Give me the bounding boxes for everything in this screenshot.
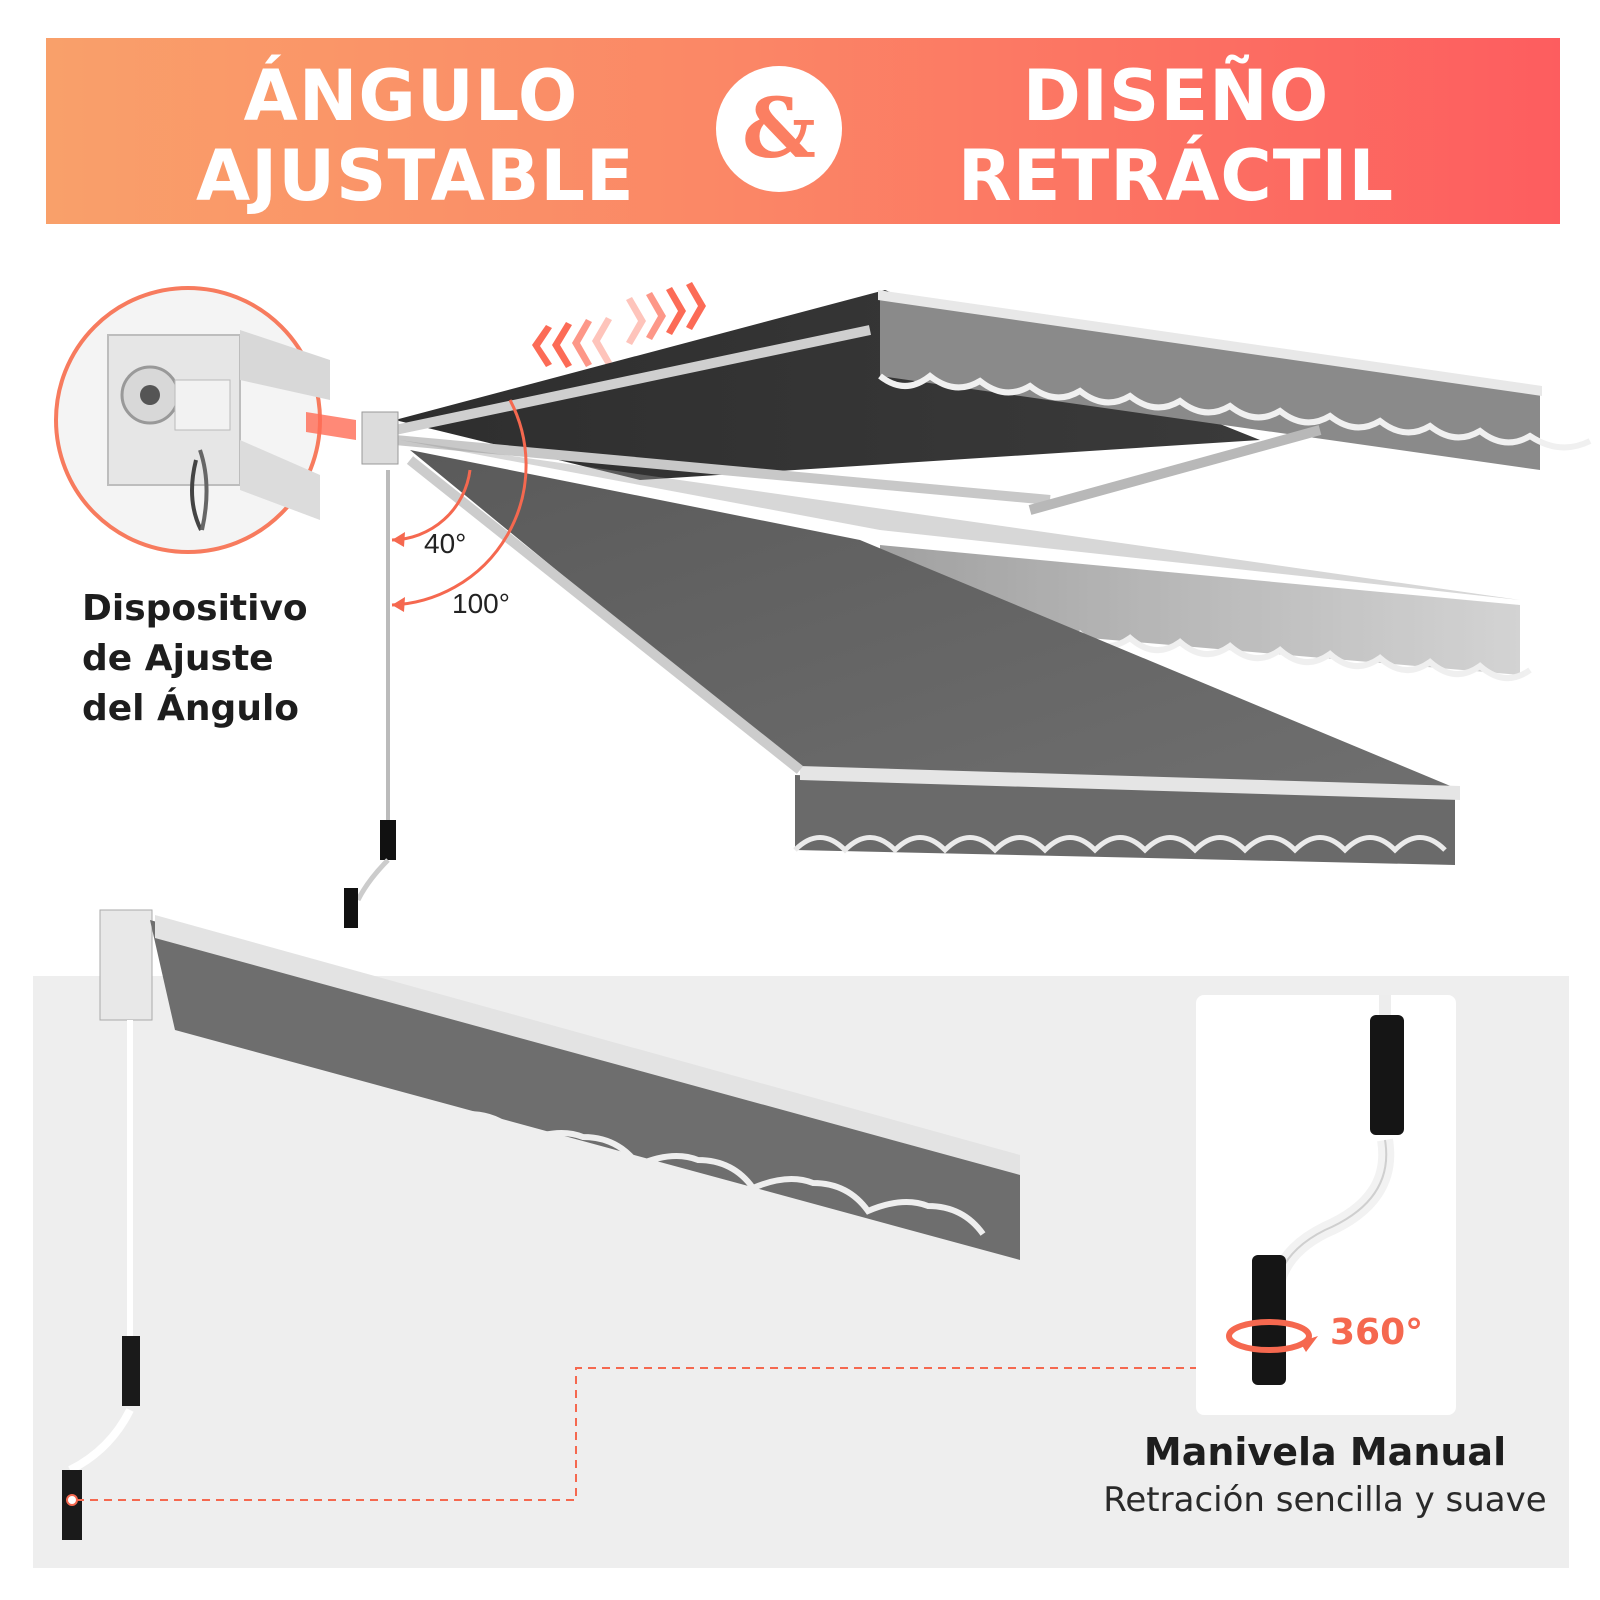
title-line: RETRÁCTIL <box>957 135 1395 217</box>
rotate-360-icon <box>1226 1319 1318 1353</box>
title-line: ÁNGULO <box>243 55 579 137</box>
angle-arcs <box>391 399 528 612</box>
ampersand-badge: & <box>716 66 842 192</box>
title-line: AJUSTABLE <box>196 135 635 217</box>
chevron-left-arrows-icon <box>532 317 612 368</box>
awning-raised <box>393 290 1592 515</box>
adjustable-angle-title: ÁNGULO AJUSTABLE <box>196 55 635 217</box>
angle-device-label: Dispositivo de Ajuste del Ángulo <box>82 584 308 734</box>
rotation-label: 360° <box>1330 1312 1424 1353</box>
label-line: de Ajuste <box>82 638 274 679</box>
crank-subtitle: Retración sencilla y suave <box>1103 1480 1547 1520</box>
dashed-connector <box>76 1367 1196 1501</box>
title-line: DISEÑO <box>1022 55 1330 137</box>
wall-bracket-top <box>344 411 399 928</box>
retractable-design-title: DISEÑO RETRÁCTIL <box>946 56 1406 216</box>
angle-100-label: 100° <box>452 588 510 619</box>
awning-retracted <box>62 909 1020 1540</box>
header-banner: ÁNGULO AJUSTABLE & DISEÑO RETRÁCTIL <box>46 38 1560 224</box>
label-line: del Ángulo <box>82 688 300 729</box>
crank-title: Manivela Manual <box>1143 1430 1507 1474</box>
chevron-right-arrows-icon <box>626 282 706 345</box>
awning-extended <box>406 450 1460 865</box>
angle-40-label: 40° <box>424 528 467 559</box>
crank-handle-closeup <box>1196 995 1456 1415</box>
label-line: Dispositivo <box>82 588 308 629</box>
angle-device-magnifier <box>54 286 356 554</box>
